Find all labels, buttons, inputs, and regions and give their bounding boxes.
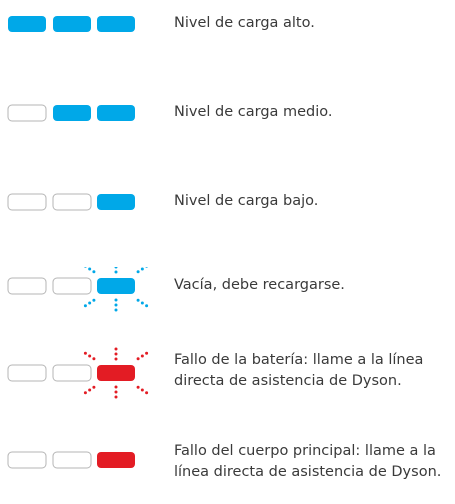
legend-line: Fallo de la batería: llame a la línea: [174, 352, 424, 368]
segment-lit-blue: [97, 16, 135, 32]
legend-line: Fallo del cuerpo principal: llame a la: [174, 443, 436, 459]
segment-lit-red: [97, 452, 135, 468]
battery-indicator-fault-flashing: [7, 347, 149, 399]
flash-dot: [136, 357, 140, 361]
flash-dot: [83, 391, 87, 395]
flash-dot: [88, 267, 92, 271]
legend-line: línea directa de asistencia de Dyson.: [174, 464, 442, 480]
segment-empty: [7, 193, 47, 211]
flash-dot: [92, 270, 96, 274]
segment-lit-blue: [97, 194, 135, 210]
flash-dot: [136, 298, 140, 302]
battery-indicator-body-fault: [7, 451, 135, 469]
flash-dot: [114, 308, 118, 312]
flash-dot: [140, 267, 144, 271]
battery-indicator-low: [7, 193, 135, 211]
legend-line: Vacía, debe recargarse.: [174, 277, 345, 293]
legend-text-medium: Nivel de carga medio.: [174, 102, 455, 123]
flash-dot: [114, 347, 118, 351]
segment-lit-blue: [8, 16, 46, 32]
flash-dot: [88, 301, 92, 305]
flash-dot: [136, 385, 140, 389]
battery-indicator-high: [8, 16, 135, 32]
legend-text-body-fault: Fallo del cuerpo principal: llame a la l…: [174, 441, 455, 483]
flash-dot: [145, 267, 148, 268]
segment-lit-blue: [53, 105, 91, 121]
flash-dot: [84, 267, 87, 268]
segment-lit-red: [97, 365, 135, 381]
segment-empty: [7, 451, 47, 469]
flash-dot: [114, 395, 118, 399]
segment-lit-blue: [53, 16, 91, 32]
legend-text-low: Nivel de carga bajo.: [174, 191, 455, 212]
battery-indicator-empty-flashing: [7, 267, 149, 312]
segment-empty: [52, 451, 92, 469]
flash-dot: [114, 390, 118, 394]
flash-dot: [92, 385, 96, 389]
flashing-rays-icon: [83, 347, 149, 399]
legend-line: Nivel de carga bajo.: [174, 193, 319, 209]
flash-dot: [140, 388, 144, 392]
flash-dot: [114, 303, 118, 307]
legend-line: Nivel de carga alto.: [174, 15, 315, 31]
legend-line: directa de asistencia de Dyson.: [174, 373, 402, 389]
flash-dot: [114, 267, 118, 269]
segment-lit-blue: [97, 278, 135, 294]
flash-dot: [92, 357, 96, 361]
segment-empty: [52, 364, 92, 382]
segment-empty: [7, 364, 47, 382]
segment-empty: [7, 277, 47, 295]
flash-dot: [145, 304, 149, 308]
segment-lit-blue: [97, 105, 135, 121]
flash-dot: [136, 270, 140, 274]
segment-empty: [52, 193, 92, 211]
flash-dot: [114, 270, 118, 274]
flash-dot: [83, 304, 87, 308]
battery-indicator-medium: [7, 104, 135, 122]
legend-text-high: Nivel de carga alto.: [174, 13, 455, 34]
flash-dot: [114, 352, 118, 356]
legend-text-empty: Vacía, debe recargarse.: [174, 275, 455, 296]
flash-dot: [145, 351, 149, 355]
segment-empty: [7, 104, 47, 122]
legend-line: Nivel de carga medio.: [174, 104, 333, 120]
flash-dot: [114, 298, 118, 302]
flash-dot: [88, 354, 92, 358]
flash-dot: [83, 351, 87, 355]
flash-dot: [145, 391, 149, 395]
legend-text-battery-fault: Fallo de la batería: llame a la línea di…: [174, 350, 455, 392]
flash-dot: [88, 388, 92, 392]
flashing-rays-icon: [83, 267, 149, 312]
flash-dot: [114, 357, 118, 361]
flash-dot: [140, 301, 144, 305]
flash-dot: [92, 298, 96, 302]
flash-dot: [140, 354, 144, 358]
flash-dot: [114, 385, 118, 389]
segment-empty: [52, 277, 92, 295]
